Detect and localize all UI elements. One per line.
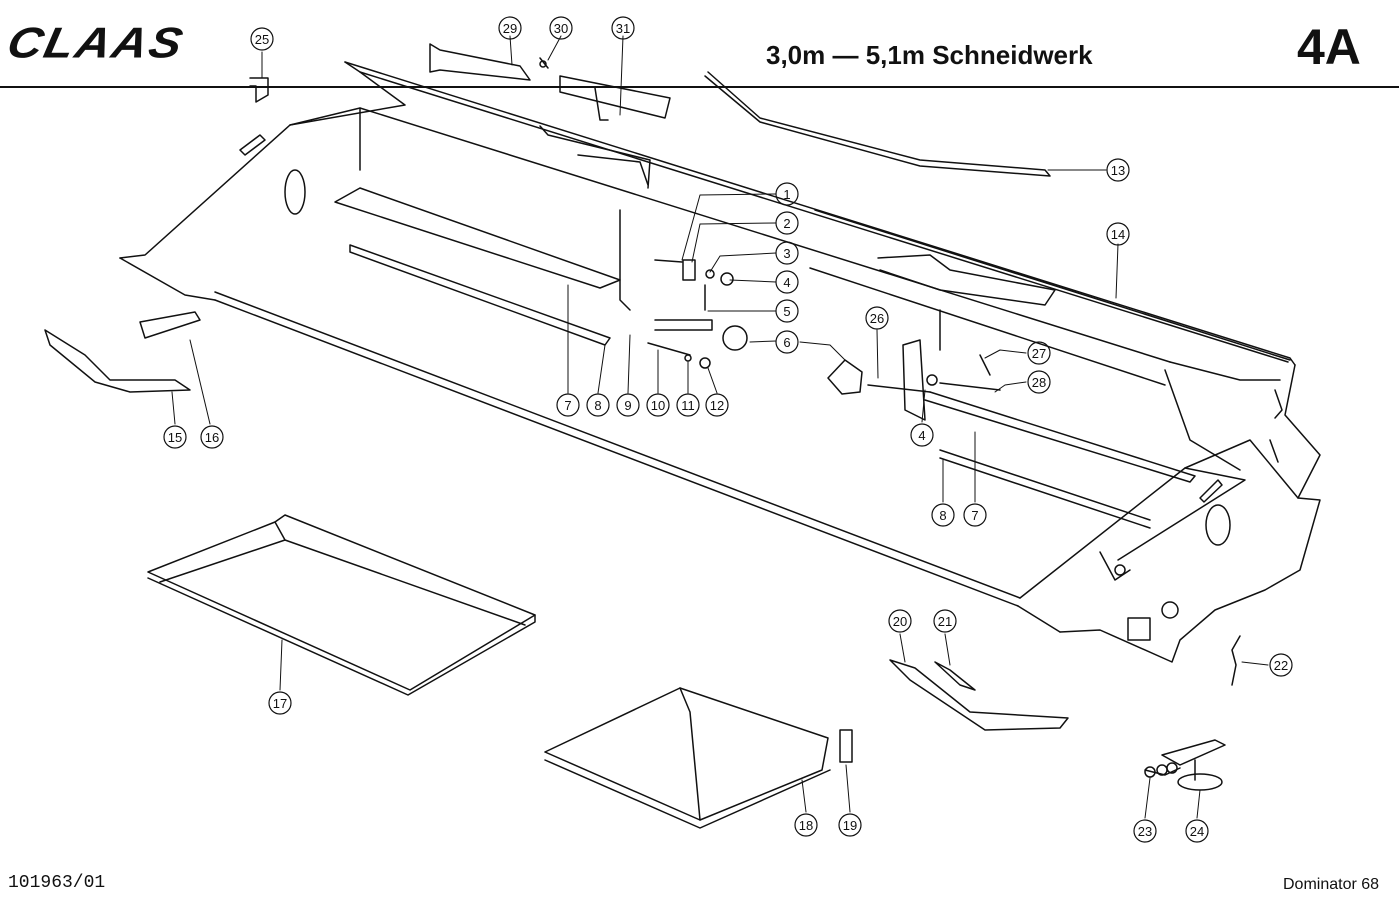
spring-parts — [1144, 635, 1241, 791]
leader-lines — [171, 35, 1269, 819]
tray-17 — [147, 514, 536, 696]
callout-17: 17 — [273, 696, 287, 711]
callout-28: 28 — [1032, 375, 1046, 390]
callout-21: 21 — [938, 614, 952, 629]
callout-31: 31 — [616, 21, 630, 36]
knife-bars — [334, 187, 1196, 529]
header-frame — [119, 61, 1321, 663]
callout-27: 27 — [1032, 346, 1046, 361]
header-divider — [0, 86, 1399, 88]
callout-2: 2 — [783, 216, 790, 231]
callout-20: 20 — [893, 614, 907, 629]
callout-8: 8 — [594, 398, 601, 413]
callout-19: 19 — [843, 818, 857, 833]
drawing-number: 101963/01 — [8, 873, 106, 893]
callout-25: 25 — [255, 32, 269, 47]
callout-4: 4 — [783, 275, 790, 290]
callout-22: 22 — [1274, 658, 1288, 673]
callout-26: 26 — [870, 311, 884, 326]
model-name: Dominator 68 — [1283, 876, 1380, 893]
page-title: 3,0m — 5,1m Schneidwerk — [766, 40, 1093, 70]
callouts: 1 2 3 4 5 6 7 8 9 10 11 12 13 14 15 16 1… — [163, 16, 1293, 843]
callout-7: 7 — [564, 398, 571, 413]
callout-5: 5 — [783, 304, 790, 319]
skid-20-21 — [889, 659, 1069, 731]
callout-24: 24 — [1190, 824, 1204, 839]
skid-parts — [44, 311, 201, 393]
callout-7-b: 7 — [971, 508, 978, 523]
small-hardware — [647, 259, 1001, 421]
callout-18: 18 — [799, 818, 813, 833]
callout-14: 14 — [1111, 227, 1125, 242]
callout-12: 12 — [710, 398, 724, 413]
callout-9: 9 — [624, 398, 631, 413]
callout-30: 30 — [554, 21, 568, 36]
top-plates — [429, 43, 1291, 386]
callout-15: 15 — [168, 430, 182, 445]
callout-4-b: 4 — [918, 428, 925, 443]
callout-16: 16 — [205, 430, 219, 445]
callout-29: 29 — [503, 21, 517, 36]
brackets — [249, 57, 549, 103]
callout-6: 6 — [783, 335, 790, 350]
page-code: 4A — [1297, 19, 1361, 75]
callout-10: 10 — [651, 398, 665, 413]
callout-13: 13 — [1111, 163, 1125, 178]
callout-3: 3 — [783, 246, 790, 261]
callout-11: 11 — [681, 398, 695, 413]
tray-18 — [544, 687, 853, 829]
callout-8-b: 8 — [939, 508, 946, 523]
callout-1: 1 — [783, 187, 790, 202]
callout-23: 23 — [1138, 824, 1152, 839]
